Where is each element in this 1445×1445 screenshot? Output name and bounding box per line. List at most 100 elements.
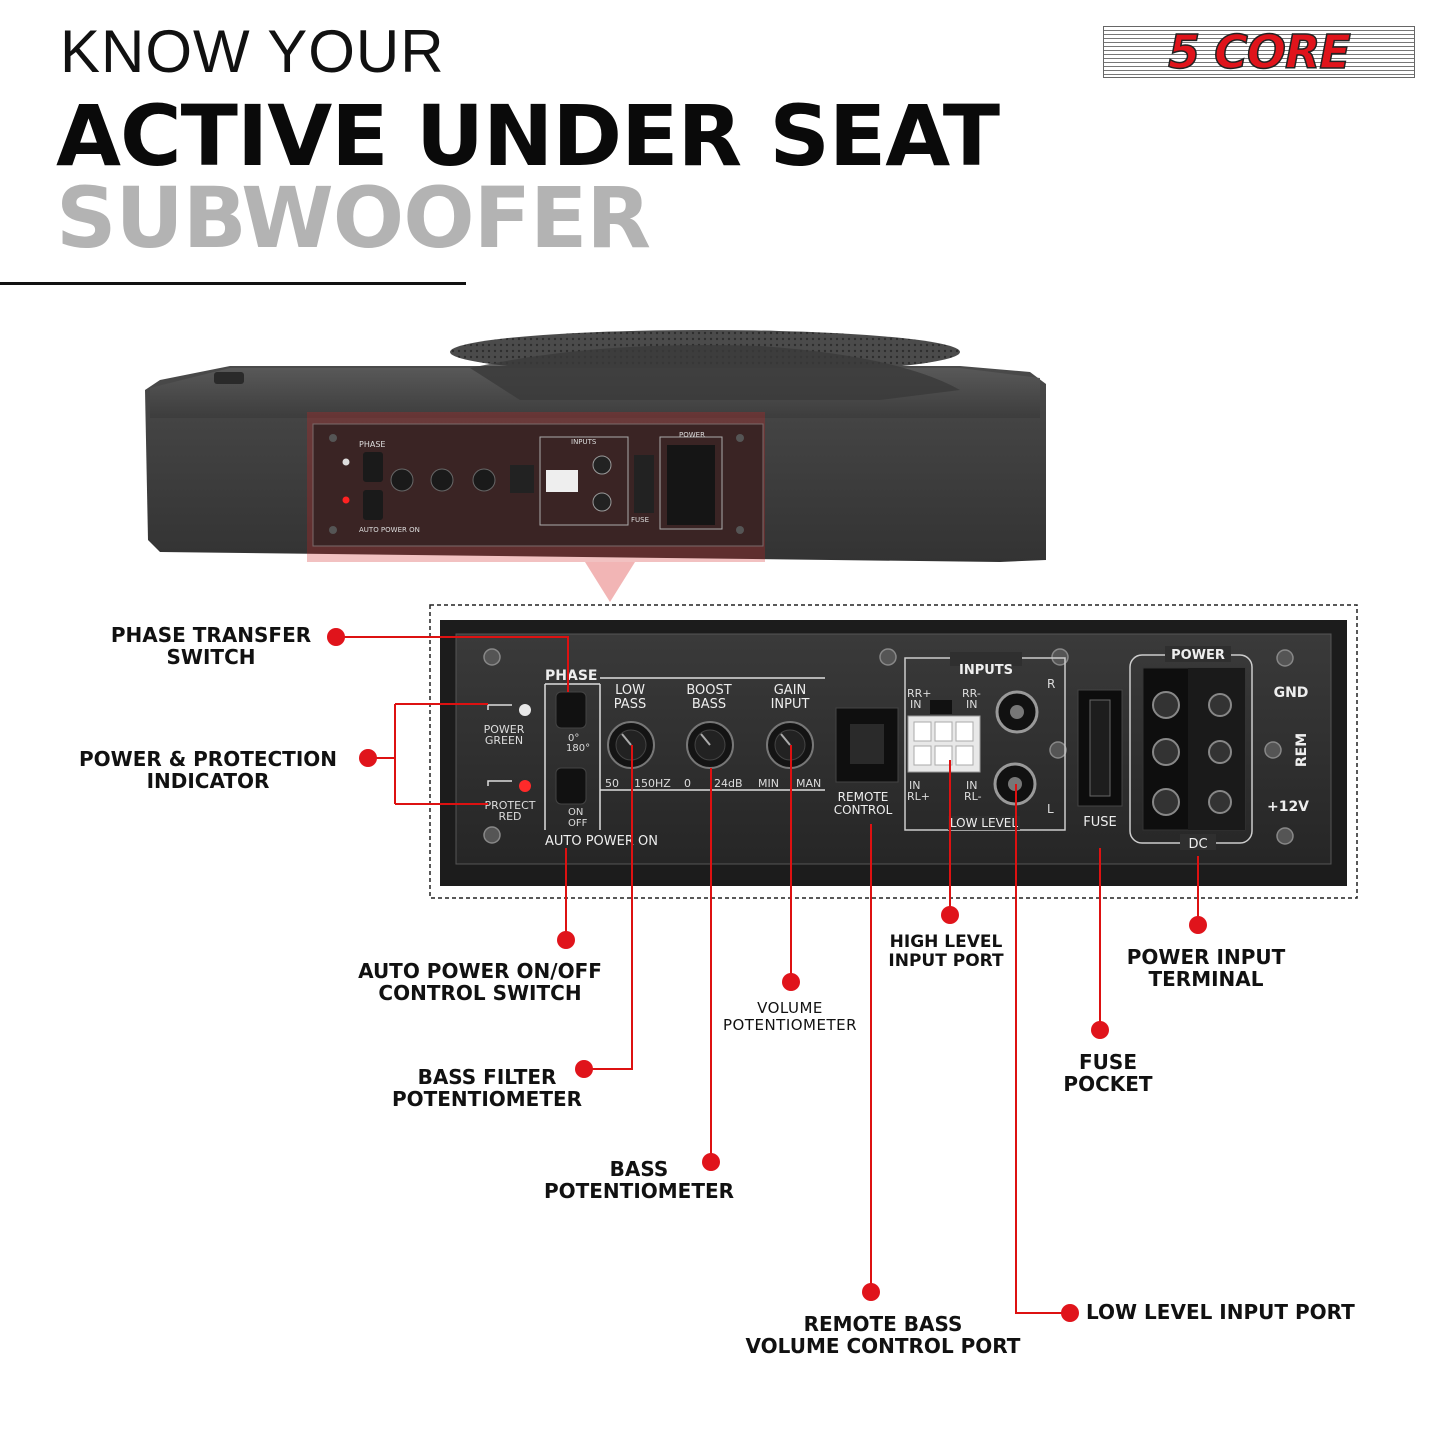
dot-auto (557, 931, 575, 949)
terminal-screw-gnd-2 (1208, 693, 1232, 717)
power-terminal-block[interactable] (1142, 667, 1246, 831)
dot-power-input (1189, 916, 1207, 934)
mini-label-auto: AUTO POWER ON (359, 526, 420, 534)
lp-min-label: 50 (605, 777, 619, 790)
rca-right[interactable] (995, 690, 1039, 734)
mini-connector (546, 470, 578, 492)
screw (1049, 741, 1067, 759)
dot-volume (782, 973, 800, 991)
dot-remote (862, 1283, 880, 1301)
remote-label-2: CONTROL (834, 803, 893, 817)
phase-switch[interactable] (555, 691, 587, 729)
mini-screw (736, 434, 744, 442)
right-label: R (1047, 677, 1055, 691)
power-label: POWER (1171, 648, 1225, 663)
title-line-3: SUBWOOFER (56, 169, 651, 267)
dot-fuse (1091, 1021, 1109, 1039)
callout-text: REMOTE BASS (803, 1312, 963, 1336)
bb-min-label: 0 (684, 777, 691, 790)
callout-text: POTENTIOMETER (543, 1179, 735, 1204)
leader-dots (327, 628, 1207, 1322)
callout-text: CONTROL SWITCH (378, 981, 582, 1006)
power-green-led (519, 704, 531, 716)
connector-pin (934, 721, 953, 742)
low-level-label-bg (948, 816, 1020, 830)
control-panel: POWER GREEN PROTECT RED PHASE 0° 180° ON… (440, 620, 1347, 886)
callout-text: VOLUME CONTROL PORT (745, 1334, 1021, 1359)
callout-text: POWER INPUT (1126, 945, 1286, 969)
inputs-label-bg (950, 652, 1022, 666)
rca-pin (1010, 705, 1024, 719)
callout-phase-switch: PHASE TRANSFER SWITCH (104, 624, 318, 669)
panel-screws (483, 648, 1294, 845)
leader-bass-filter (584, 745, 633, 1070)
phase-180-label: 180° (566, 743, 590, 754)
highlight-pointer (585, 562, 635, 602)
detail-frame (429, 604, 1358, 899)
callout-auto-power: AUTO POWER ON/OFF CONTROL SWITCH (344, 960, 616, 1005)
mini-screw (329, 526, 337, 534)
callout-power-input: POWER INPUT TERMINAL (1116, 946, 1296, 991)
callout-text: POTENTIOMETER (722, 1015, 858, 1034)
mini-rca (592, 455, 612, 475)
screw (1264, 741, 1282, 759)
callout-text: TERMINAL (1148, 967, 1264, 992)
title-underline (0, 282, 466, 285)
gi-max-label: MAN (796, 777, 821, 790)
gain-input-label-2: INPUT (771, 697, 810, 712)
mini-green-led (342, 458, 350, 466)
auto-power-on-label: AUTO POWER ON (545, 834, 658, 849)
screw (483, 826, 501, 844)
callout-text: HIGH LEVEL (889, 932, 1003, 952)
callout-text: POWER & PROTECTION (78, 747, 338, 771)
auto-power-switch[interactable] (555, 767, 587, 805)
mini-label-fuse: FUSE (631, 516, 649, 524)
leader-low-level (1015, 784, 1070, 1314)
rr-plus-label-2: IN (910, 698, 921, 711)
protect-red-led (519, 780, 531, 792)
low-level-label: LOW LEVEL (950, 816, 1018, 830)
knob-indicator (621, 733, 632, 746)
callout-fuse-pocket: FUSE POCKET (1052, 1051, 1164, 1096)
mini-screw (736, 526, 744, 534)
high-level-connector[interactable] (907, 715, 981, 773)
mini-rj45 (510, 465, 534, 493)
connector-pin (955, 721, 974, 742)
mini-screw (329, 434, 337, 442)
mini-knob (430, 468, 454, 492)
rem-label: REM (1294, 733, 1310, 767)
in-rl-minus-label-2: RL- (964, 790, 982, 803)
screw (1051, 648, 1069, 666)
phase-bracket (544, 683, 601, 830)
power-label-bg (1165, 646, 1231, 662)
callout-low-level-port: LOW LEVEL INPUT PORT (1086, 1300, 1355, 1324)
logo-stripes (1103, 26, 1415, 78)
boost-bass-label-2: BASS (692, 697, 726, 712)
callout-text: POCKET (1063, 1072, 1153, 1097)
mini-label-inputs: INPUTS (571, 438, 597, 446)
power-green-label-1: POWER (484, 723, 525, 736)
boost-bass-knob[interactable] (686, 721, 734, 769)
callout-text: POTENTIOMETER (391, 1087, 583, 1112)
callout-text: BASS FILTER (417, 1065, 557, 1089)
connector-pin (955, 745, 974, 766)
dot-bass-filter (575, 1060, 593, 1078)
dot-phase (327, 628, 345, 646)
connector-latch (930, 700, 952, 714)
callout-text: PHASE TRANSFER (110, 623, 312, 647)
dot-bass-pot (702, 1153, 720, 1171)
dot-low-level (1061, 1304, 1079, 1322)
leader-power-indicator (368, 703, 488, 805)
brand-logo: 5 CORE (1103, 25, 1415, 79)
in-rl-plus-label-2: RL+ (907, 790, 930, 803)
title-line-2: ACTIVE UNDER SEAT (56, 87, 1000, 185)
callout-text: BASS (609, 1157, 669, 1181)
gain-input-label-1: GAIN (774, 683, 807, 698)
bb-max-label: 24dB (714, 777, 743, 790)
mini-label-phase: PHASE (359, 440, 385, 449)
callout-volume-pot: VOLUME POTENTIOMETER (712, 1000, 868, 1034)
on-label: ON (568, 807, 583, 818)
boost-bass-label-1: BOOST (686, 683, 731, 698)
rr-minus-label-2: IN (966, 698, 977, 711)
